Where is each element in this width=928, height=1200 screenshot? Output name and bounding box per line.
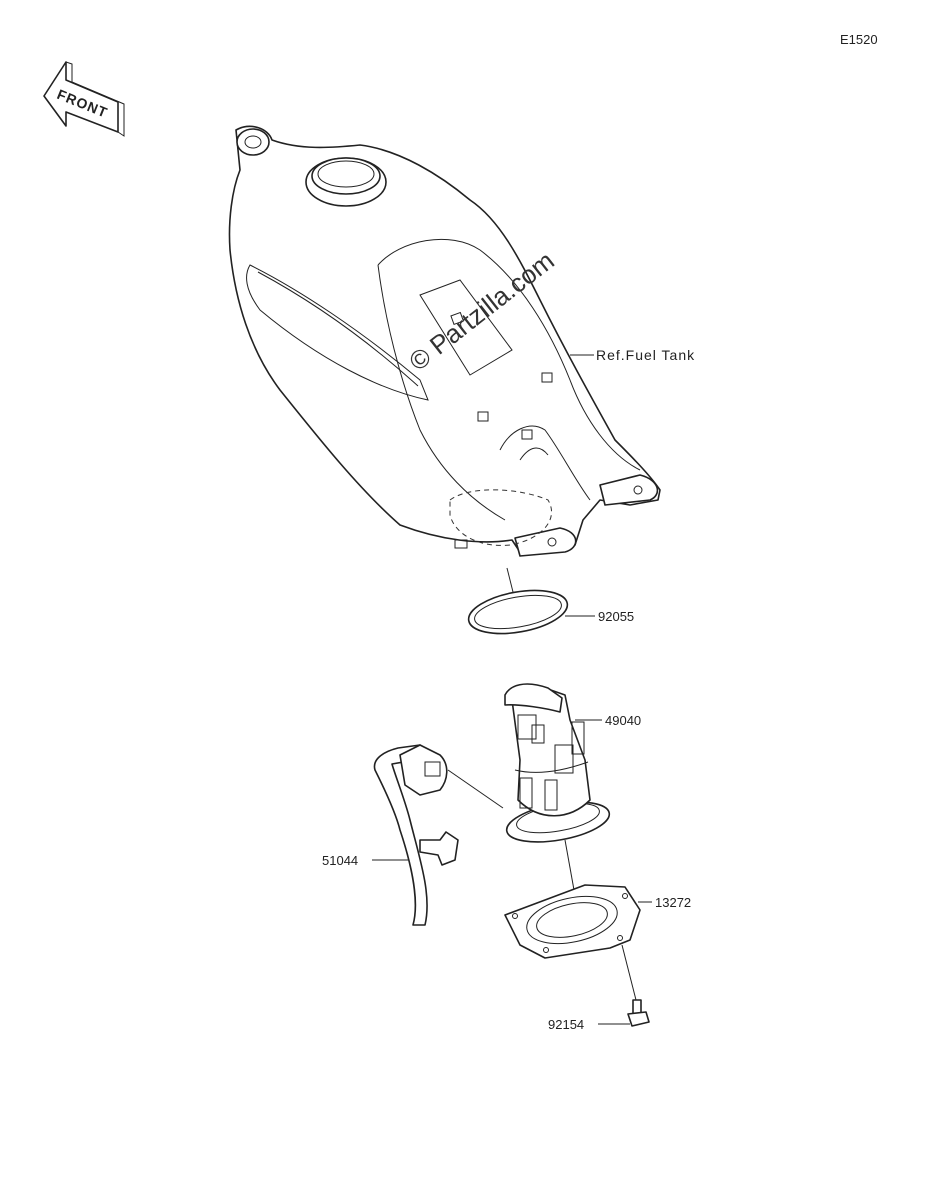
o-ring xyxy=(467,589,569,635)
bolt xyxy=(627,999,650,1027)
fuel-tank xyxy=(228,125,661,557)
gasket-plate xyxy=(504,884,641,959)
front-arrow-icon: FRONT xyxy=(43,61,125,137)
label-fuel-pump: 49040 xyxy=(605,713,641,728)
fuel-hose xyxy=(373,744,459,926)
label-o-ring: 92055 xyxy=(598,609,634,624)
label-hose: 51044 xyxy=(322,853,358,868)
diagram-code: E1520 xyxy=(840,32,878,47)
fuel-pump xyxy=(504,683,611,843)
label-gasket: 13272 xyxy=(655,895,691,910)
label-fuel-tank: Ref.Fuel Tank xyxy=(596,347,695,363)
label-bolt: 92154 xyxy=(548,1017,584,1032)
